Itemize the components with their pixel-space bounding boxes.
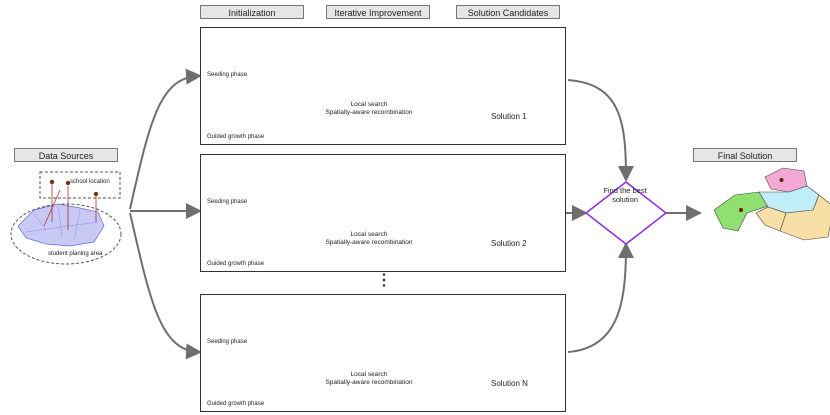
- vertical-ellipsis: ⋮: [376, 272, 392, 289]
- seeding-phase-label: Seeding phase: [207, 199, 248, 205]
- final-solution-map: [713, 167, 830, 241]
- growth-phase-label: Guided growth phase: [207, 134, 265, 140]
- arrow-solution-n-to-decision: [567, 242, 634, 353]
- local-search-label: Local search: [350, 231, 388, 238]
- recombination-label: Spatially-aware recombination: [325, 109, 413, 116]
- solution-panel-1: Seeding phase Guided growth phase Local …: [200, 27, 566, 145]
- header-solution-candidates: Solution Candidates: [456, 5, 560, 19]
- local-search-label: Local search: [350, 101, 388, 108]
- arrow-to-panel-3: [129, 212, 202, 360]
- find-best-label: Find the best solution: [603, 186, 647, 204]
- growth-phase-label: Guided growth phase: [207, 261, 265, 267]
- arrow-to-panel-1: [129, 68, 202, 210]
- recombination-label: Spatially-aware recombination: [325, 379, 413, 386]
- solution-panel-n: Seeding phase Guided growth phase Local …: [200, 294, 566, 412]
- school-location-label: school location: [70, 179, 110, 185]
- data-source-map: [10, 171, 122, 265]
- iterative-label: Local search Spatially-aware recombinati…: [309, 231, 429, 247]
- header-data-sources: Data Sources: [14, 148, 118, 162]
- solution-label: Solution 2: [491, 239, 527, 248]
- header-final-solution: Final Solution: [693, 148, 797, 162]
- seeding-phase-label: Seeding phase: [207, 72, 248, 78]
- solution-label: Solution N: [491, 379, 528, 388]
- iterative-label: Local search Spatially-aware recombinati…: [309, 101, 429, 117]
- solution-panel-2: Seeding phase Guided growth phase Local …: [200, 154, 566, 272]
- arrow-solution-1-to-decision: [567, 79, 634, 182]
- growth-phase-label: Guided growth phase: [207, 401, 265, 407]
- header-initialization: Initialization: [200, 5, 304, 19]
- header-iterative-improvement: Iterative Improvement: [326, 5, 430, 19]
- recombination-label: Spatially-aware recombination: [325, 239, 413, 246]
- local-search-label: Local search: [350, 371, 388, 378]
- seeding-phase-label: Seeding phase: [207, 339, 248, 345]
- find-best-diamond: [584, 181, 668, 245]
- planning-area-label: student planing area: [48, 251, 103, 257]
- solution-label: Solution 1: [491, 112, 527, 121]
- iterative-label: Local search Spatially-aware recombinati…: [309, 371, 429, 387]
